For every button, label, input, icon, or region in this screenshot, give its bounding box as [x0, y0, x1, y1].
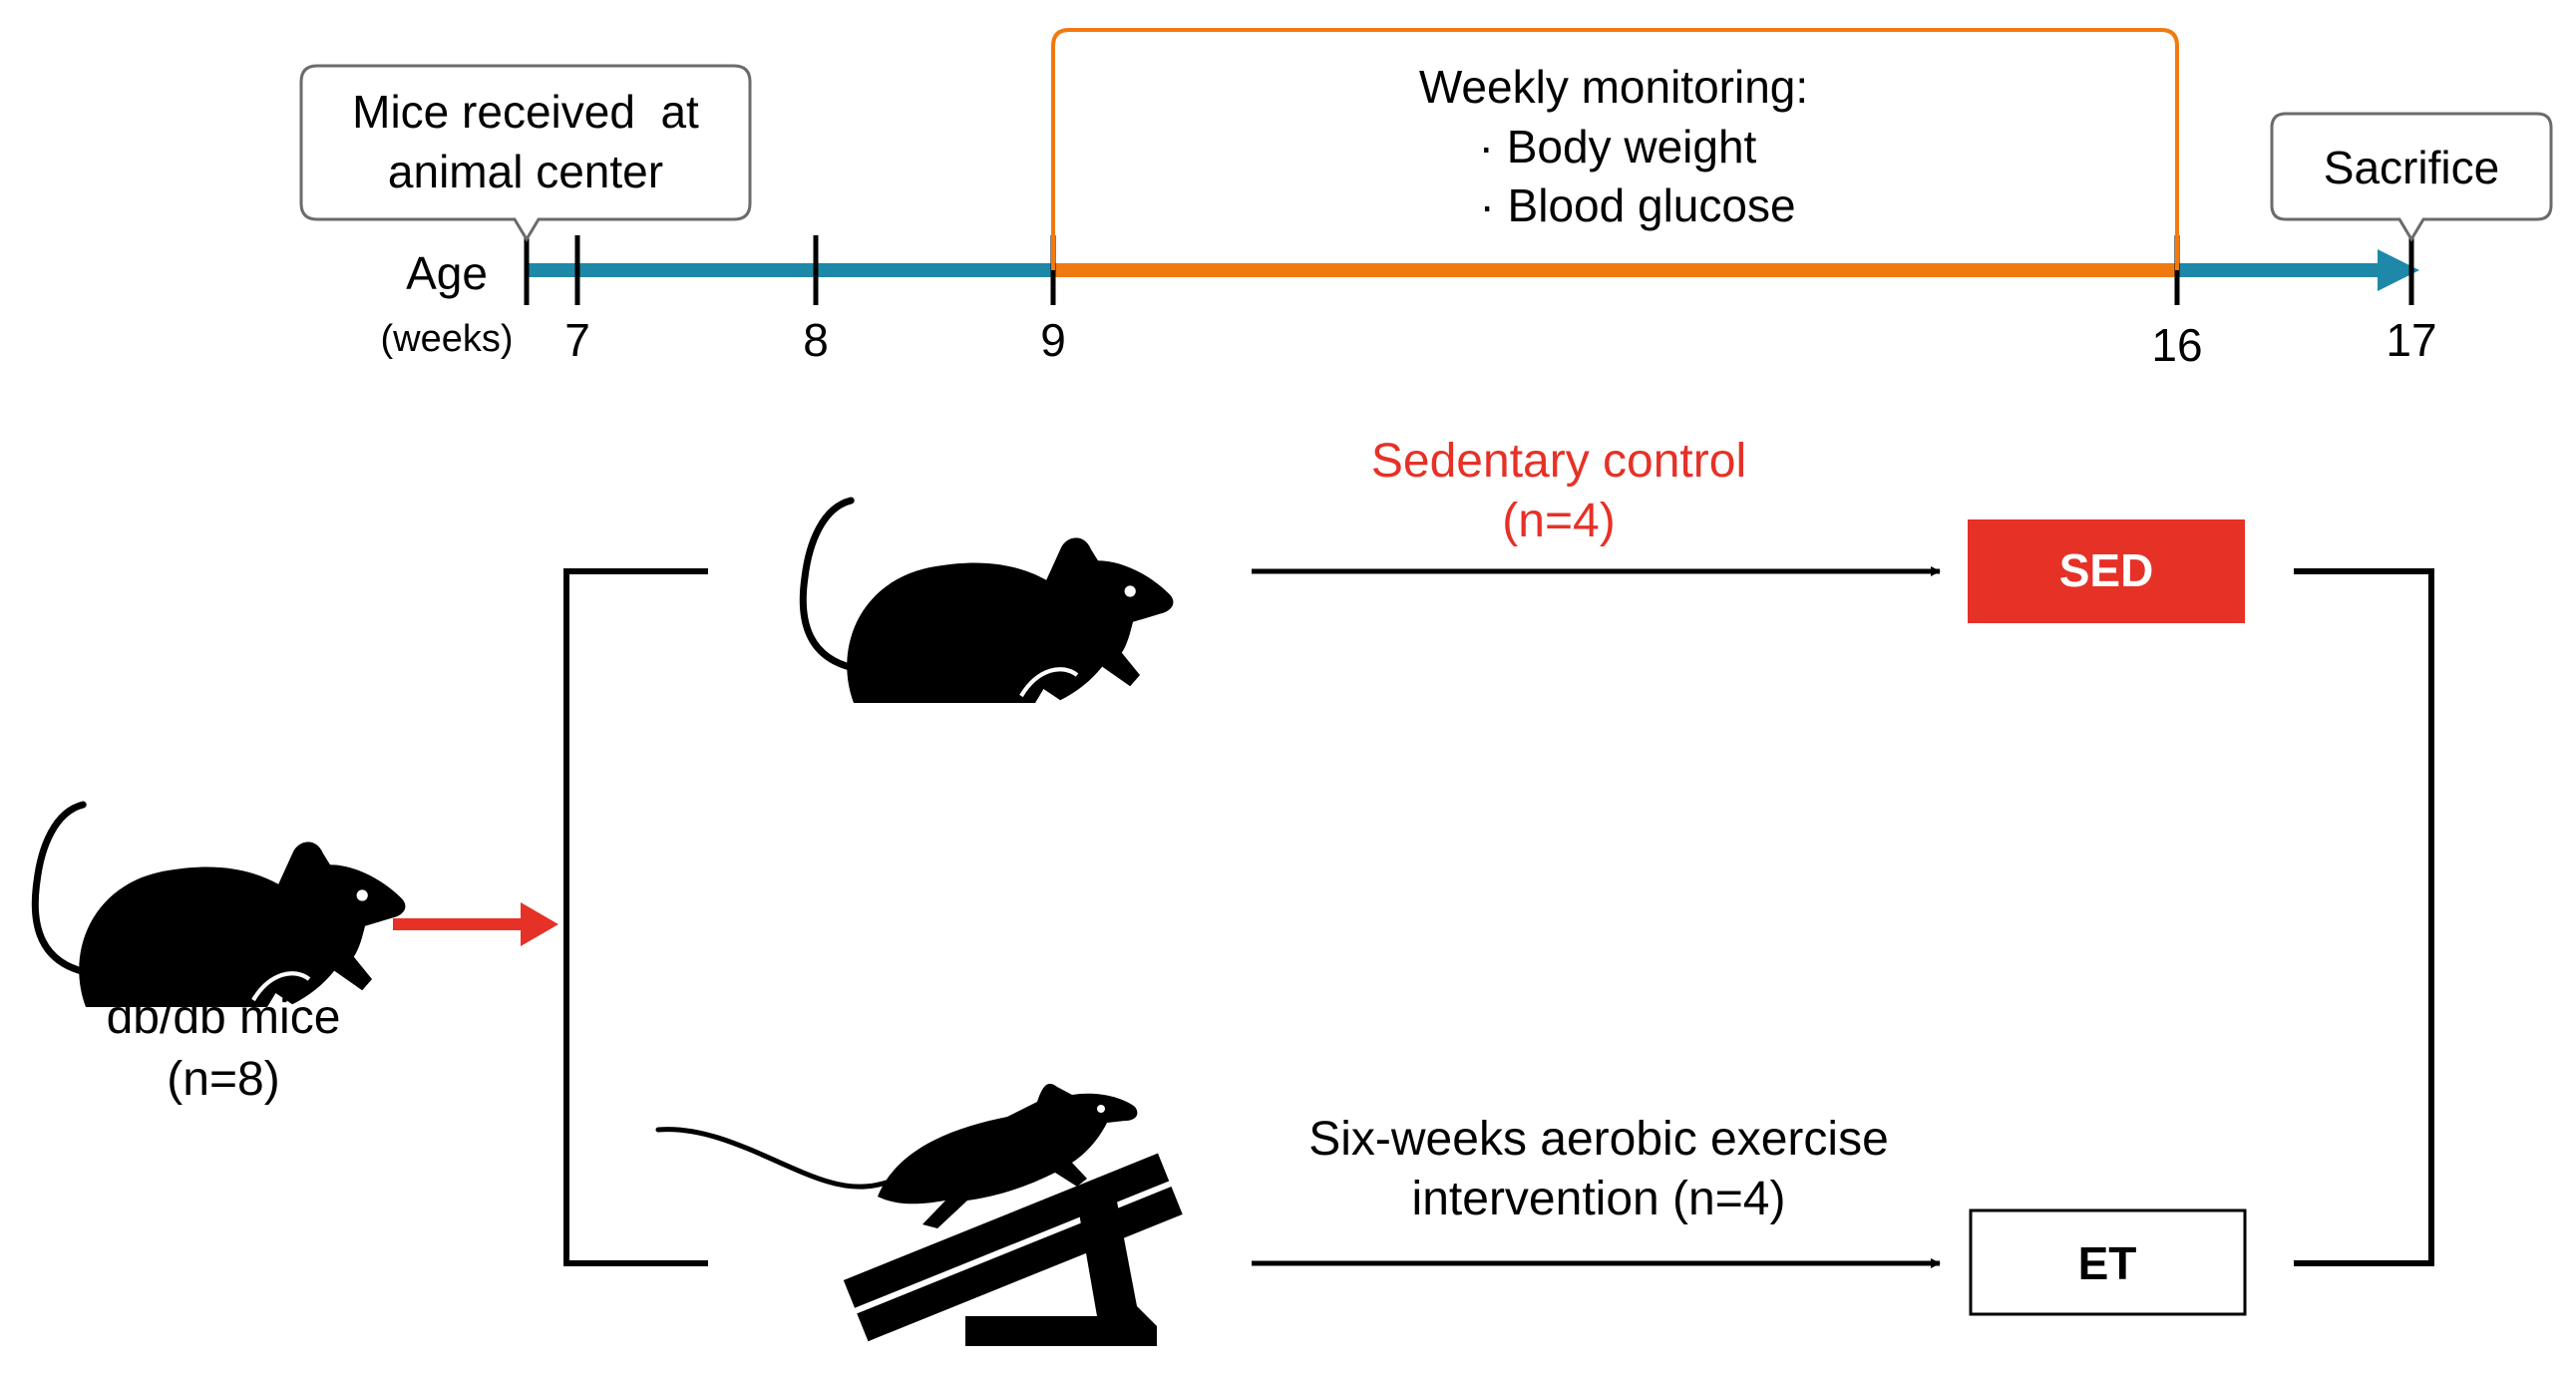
- received-text-line2: animal center: [388, 146, 663, 197]
- timeline-arrowhead: [2378, 249, 2419, 291]
- monitoring-item-body-weight: · Body weight: [1479, 121, 1757, 172]
- sedentary-label: Sedentary control: [1371, 435, 1746, 488]
- sedentary-n: (n=4): [1502, 495, 1615, 547]
- sacrifice-callout: Sacrifice: [2270, 112, 2553, 242]
- timeline: Age (weeks) 7 8 9 16 17 Mice received at…: [299, 28, 2553, 371]
- exercise-label-line1: Six-weeks aerobic exercise: [1308, 1113, 1889, 1166]
- axis-label-age: Age: [406, 247, 488, 299]
- group-allocation: db/db mice (n=8) Sedentary control (n=4)…: [35, 435, 2434, 1346]
- tick-label: 9: [1040, 314, 1066, 366]
- monitoring-title: Weekly monitoring:: [1419, 61, 1808, 113]
- axis-label-unit: (weeks): [380, 318, 513, 360]
- sed-box: [1968, 519, 2245, 623]
- tick-label: 17: [2386, 314, 2436, 366]
- monitoring-item-blood-glucose: · Blood glucose: [1479, 179, 1795, 231]
- et-box: [1969, 1208, 2247, 1316]
- sacrifice-label: Sacrifice: [2324, 142, 2499, 193]
- received-text-line1: Mice received at: [352, 86, 699, 138]
- monitoring-bracket: Weekly monitoring: · Body weight · Blood…: [1051, 28, 2179, 270]
- mouse-icon: [35, 805, 405, 1007]
- mouse-on-treadmill-icon: [655, 1083, 1183, 1346]
- tick-label: 16: [2151, 319, 2202, 371]
- start-group-n: (n=8): [167, 1053, 279, 1106]
- tick-label: 7: [564, 314, 590, 366]
- et-tag: ET: [2078, 1237, 2137, 1289]
- start-group-label: db/db mice: [107, 991, 341, 1044]
- exercise-label-line2: intervention (n=4): [1412, 1173, 1786, 1225]
- sed-tag: SED: [2059, 544, 2154, 596]
- join-bracket: [2294, 568, 2434, 1266]
- received-callout: Mice received at animal center: [299, 64, 752, 242]
- tick-label: 8: [803, 314, 829, 366]
- mouse-icon: [803, 501, 1173, 703]
- split-bracket: [563, 568, 708, 1266]
- allocation-arrowhead: [521, 902, 558, 946]
